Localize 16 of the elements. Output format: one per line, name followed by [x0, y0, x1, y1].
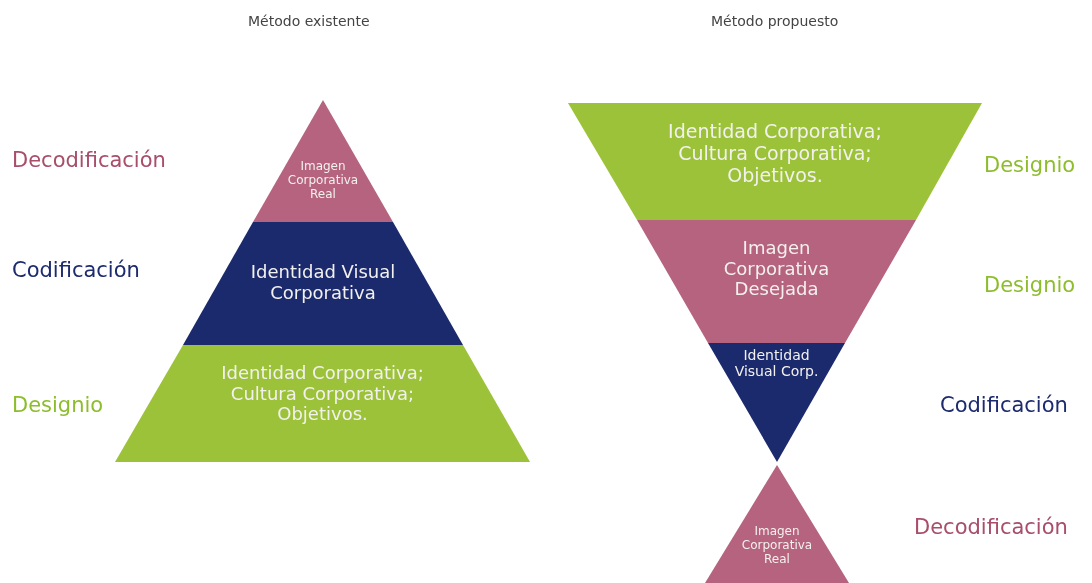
band-text: Identidad Visual Corporativa — [249, 262, 397, 304]
band-text: Imagen Corporativa Desejada — [722, 238, 831, 301]
level-label: Designio — [984, 153, 1076, 177]
band-text: Imagen Corporativa Real — [286, 160, 360, 202]
band-text: Identidad Corporativa; Cultura Corporativa; Objetivos. — [667, 121, 883, 187]
level-label: Designio — [984, 273, 1076, 297]
level-label: Decodificación — [914, 515, 1068, 539]
band-text: Identidad Visual Corp. — [733, 347, 820, 380]
band-text: Identidad Corporativa; Cultura Corporativa; Objetivos. — [220, 363, 425, 426]
column-heading: Método propuesto — [711, 13, 839, 29]
band-text: Imagen Corporativa Real — [740, 525, 814, 567]
column-heading: Método existente — [248, 13, 370, 29]
level-label: Codificación — [12, 258, 140, 282]
level-label: Codificación — [940, 393, 1068, 417]
level-label: Designio — [12, 393, 104, 417]
level-label: Decodificación — [12, 148, 166, 172]
